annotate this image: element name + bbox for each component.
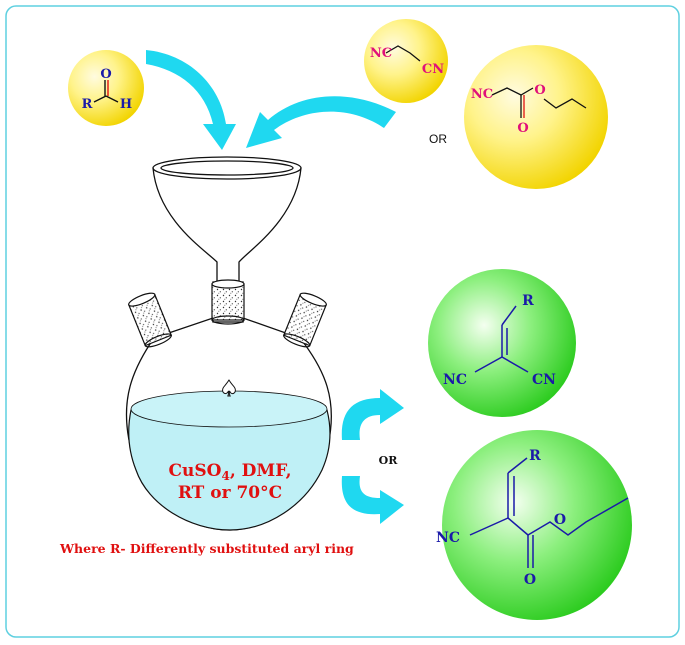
reaction-conditions-line1: CuSO4, DMF, xyxy=(168,461,291,483)
arrow-to-cyanoacrylate xyxy=(341,476,404,524)
aldehyde-oxygen-label: O xyxy=(100,67,111,82)
reaction-conditions-line2: RT or 70°C xyxy=(178,483,282,503)
cyanoacrylate-product: R NC O O xyxy=(436,430,632,620)
arrow-to-dinitrile xyxy=(341,389,404,440)
r-group-caption: Where R- Differently substituted aryl ri… xyxy=(60,541,354,556)
ester-carbonyl-oxygen: O xyxy=(517,121,528,136)
aldehyde-h-label: H xyxy=(120,97,132,112)
product-or-label: OR xyxy=(379,454,399,467)
ester-ether-oxygen: O xyxy=(534,83,545,98)
cyanoacrylate-carbonyl-oxygen: O xyxy=(524,572,536,588)
arrow-aldehyde-to-funnel xyxy=(146,50,236,150)
malononitrile-cn-label: CN xyxy=(422,62,444,77)
ethyl-cyanoacetate-molecule: NC O O xyxy=(464,45,608,189)
dinitrile-product: R NC CN xyxy=(428,269,576,417)
center-joint xyxy=(211,283,245,321)
malononitrile-nc-label: NC xyxy=(370,46,392,61)
dinitrile-r-label: R xyxy=(522,293,534,309)
aldehyde-molecule: O R H xyxy=(68,50,144,126)
cyanoacrylate-ether-oxygen: O xyxy=(554,512,566,528)
heat-symbol-icon: ♠ xyxy=(219,377,239,402)
dinitrile-nc-label: NC xyxy=(443,372,467,388)
arrow-nitriles-to-funnel xyxy=(246,96,396,148)
aldehyde-r-label: R xyxy=(82,97,93,112)
reactant-or-label: OR xyxy=(429,132,447,146)
funnel xyxy=(152,156,302,290)
ester-nc-label: NC xyxy=(471,87,493,102)
cyanoacrylate-r-label: R xyxy=(529,448,541,464)
dinitrile-cn-label: CN xyxy=(532,372,556,388)
malononitrile-molecule: NC CN xyxy=(364,19,448,103)
three-neck-flask: ♠ CuSO4, DMF, RT or 70°C xyxy=(125,279,332,531)
cyanoacrylate-nc-label: NC xyxy=(436,530,460,546)
outer-frame xyxy=(5,5,680,638)
